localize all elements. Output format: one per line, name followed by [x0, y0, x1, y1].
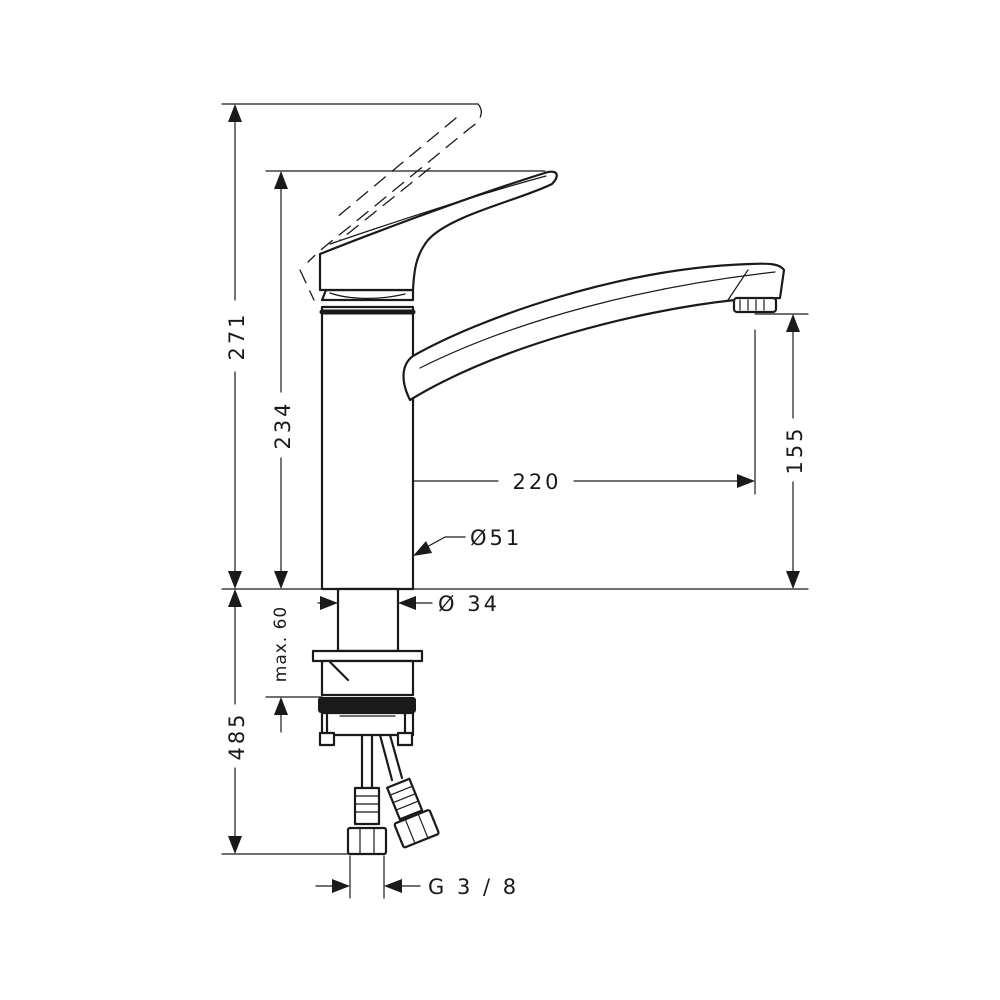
- dim-diameter-51-label: Ø51: [470, 526, 522, 550]
- dim-271-label: 271: [225, 311, 249, 360]
- dim-diameter-34-label: Ø 34: [438, 592, 500, 616]
- dimension-lines: [221, 103, 809, 899]
- dim-max60-label: max. 60: [271, 606, 291, 682]
- dim-155-label: 155: [783, 425, 807, 474]
- lever-raised-outline: [299, 103, 482, 301]
- dimension-labels: 271 234 485 max. 60 155 220 Ø51 Ø 34 G 3…: [225, 311, 807, 899]
- dim-g38-label: G 3 / 8: [428, 875, 519, 899]
- dim-485-label: 485: [225, 711, 249, 760]
- dim-220-label: 220: [512, 470, 561, 494]
- faucet-body: [318, 170, 558, 591]
- faucet-spout: [402, 262, 786, 402]
- dim-234-label: 234: [271, 400, 295, 449]
- mounting-assembly: [311, 587, 424, 747]
- supply-hoses: [346, 733, 440, 856]
